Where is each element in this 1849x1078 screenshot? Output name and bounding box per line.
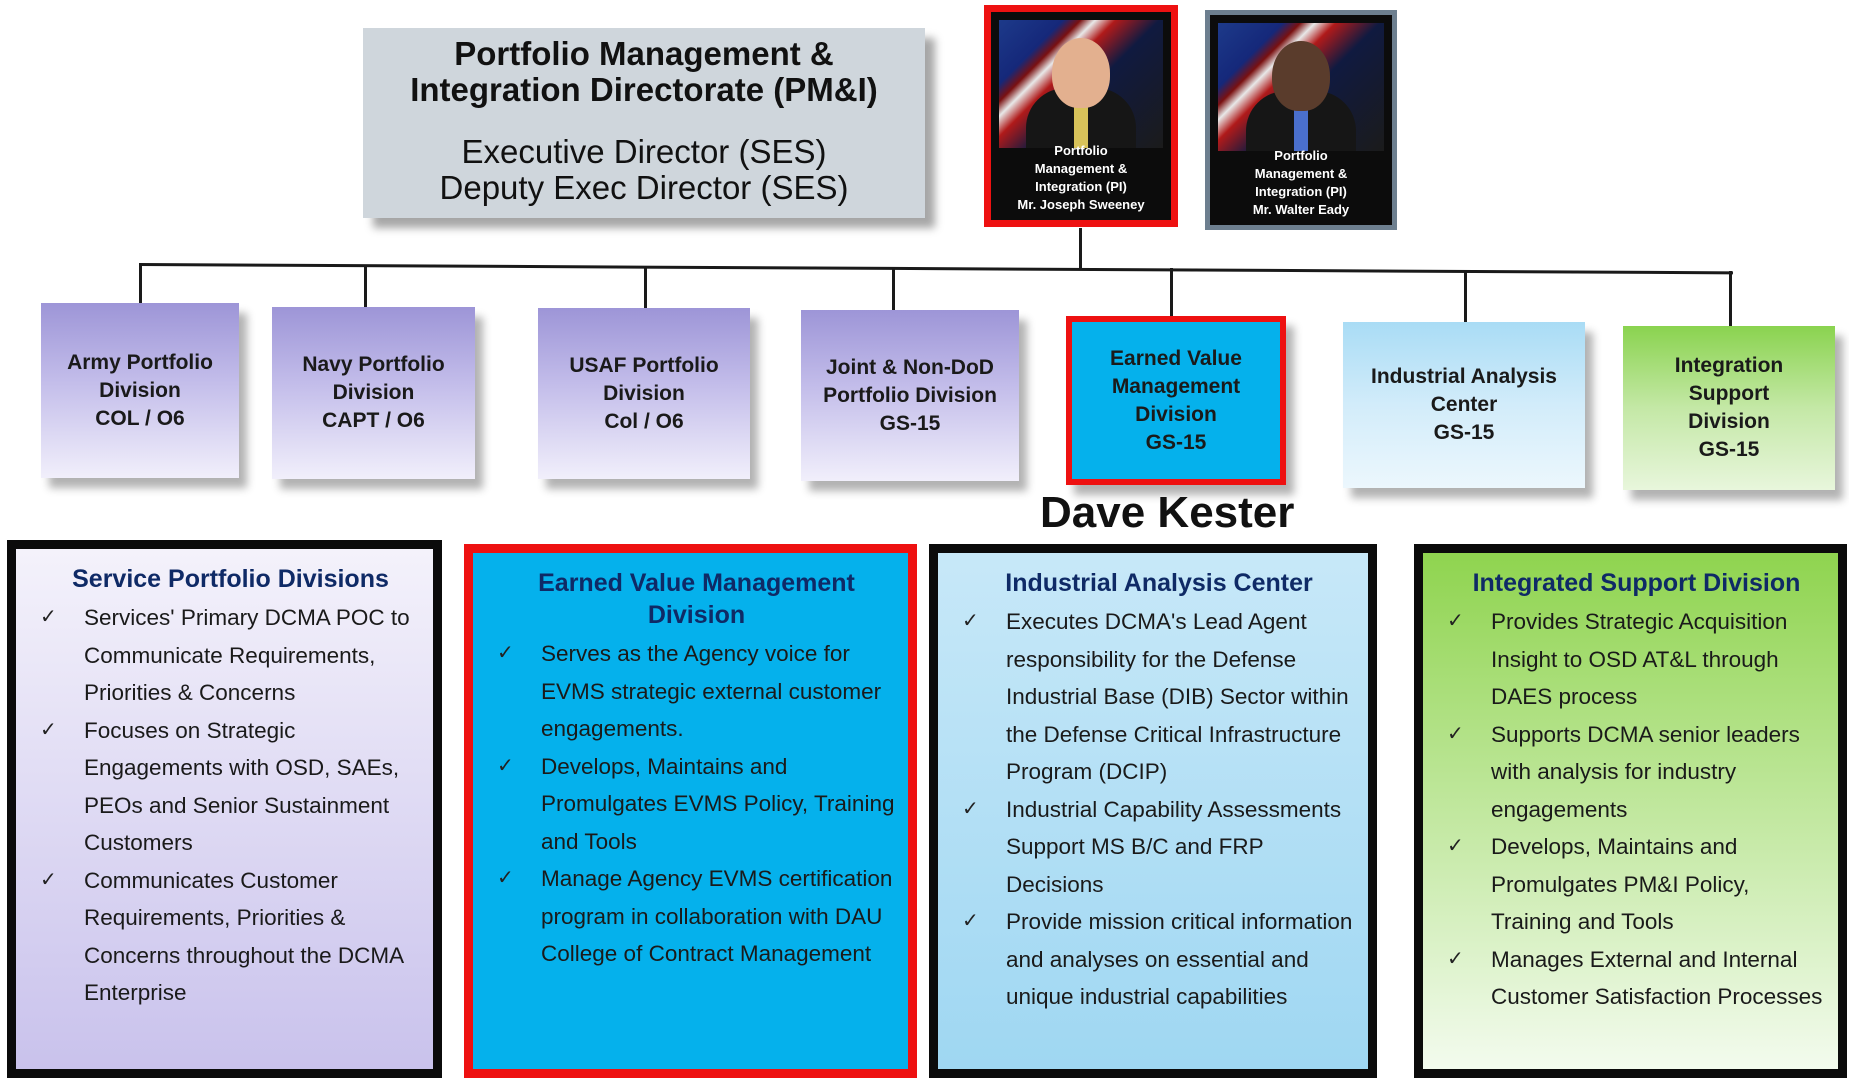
photo-caption: Portfolio Management & Integration (PI) …: [1017, 143, 1145, 212]
header-sub-line2: Deputy Exec Director (SES): [439, 169, 849, 206]
directorate-header: Portfolio Management &Integration Direct…: [363, 28, 925, 218]
detail-title: Industrial Analysis Center: [1005, 569, 1313, 597]
detail-service-portfolio-divisions: Service Portfolio Divisions ✓Services' P…: [7, 540, 442, 1078]
photo-caption: Portfolio Management & Integration (PI) …: [1252, 148, 1350, 217]
tie: [1294, 101, 1308, 151]
header-title-line1: Portfolio Management &: [454, 35, 834, 72]
connector-drop: [1464, 270, 1467, 322]
connector-drop: [644, 266, 647, 311]
list-item: ✓Executes DCMA's Lead Agent responsibili…: [960, 603, 1358, 791]
connector-horizontal: [138, 263, 1733, 275]
face: [1272, 41, 1330, 111]
bullet-list: ✓Executes DCMA's Lead Agent responsibili…: [960, 603, 1358, 1016]
list-item: ✓Develops, Maintains and Promulgates PM&…: [1445, 828, 1828, 941]
person-name-label: Dave Kester: [1040, 488, 1295, 537]
detail-industrial-analysis-center: Industrial Analysis Center ✓Executes DCM…: [929, 544, 1377, 1078]
list-item: ✓Provide mission critical information an…: [960, 903, 1358, 1016]
checkmark-icon: ✓: [1447, 947, 1464, 970]
bullet-list: ✓Serves as the Agency voice for EVMS str…: [495, 635, 898, 973]
bullet-list: ✓Services' Primary DCMA POC to Communica…: [38, 599, 423, 1012]
portrait-image: [999, 20, 1163, 148]
checkmark-icon: ✓: [40, 718, 57, 741]
connector-drop: [892, 267, 895, 312]
connector-drop: [1729, 271, 1732, 328]
list-item: ✓Services' Primary DCMA POC to Communica…: [38, 599, 423, 712]
header-sub-line1: Executive Director (SES): [461, 133, 827, 170]
list-item: ✓Industrial Capability Assessments Suppo…: [960, 791, 1358, 904]
photo-walter-eady: Portfolio Management & Integration (PI) …: [1205, 10, 1397, 230]
checkmark-icon: ✓: [497, 867, 514, 889]
list-item: ✓Manages External and Internal Customer …: [1445, 941, 1828, 1016]
detail-title: Service Portfolio Divisions: [72, 565, 389, 593]
list-item: ✓Develops, Maintains and Promulgates EVM…: [495, 748, 898, 861]
tie: [1074, 98, 1088, 148]
checkmark-icon: ✓: [497, 642, 514, 664]
list-item: ✓Serves as the Agency voice for EVMS str…: [495, 635, 898, 748]
portrait-image: [1218, 23, 1384, 151]
checkmark-icon: ✓: [962, 797, 979, 820]
connector-drop: [1170, 268, 1173, 318]
face: [1052, 38, 1110, 108]
checkmark-icon: ✓: [1447, 610, 1464, 632]
connector-trunk: [1079, 228, 1082, 268]
header-title-line2: Integration Directorate (PM&I): [410, 71, 878, 108]
checkmark-icon: ✓: [40, 606, 57, 628]
list-item: ✓Supports DCMA senior leaders with analy…: [1445, 716, 1828, 829]
detail-integrated-support-division: Integrated Support Division ✓Provides St…: [1414, 544, 1847, 1078]
checkmark-icon: ✓: [1447, 835, 1464, 857]
detail-title: Earned Value Management Division: [538, 569, 855, 629]
list-item: ✓Communicates Customer Requirements, Pri…: [38, 862, 423, 1012]
list-item: ✓Provides Strategic Acquisition Insight …: [1445, 603, 1828, 716]
detail-earned-value-management-division: Earned Value Management Division ✓Serves…: [464, 544, 917, 1078]
checkmark-icon: ✓: [497, 754, 514, 777]
checkmark-icon: ✓: [1447, 722, 1464, 745]
checkmark-icon: ✓: [962, 610, 979, 632]
connector-drop: [139, 264, 142, 308]
connector-drop: [364, 265, 367, 309]
checkmark-icon: ✓: [962, 910, 979, 932]
photo-joseph-sweeney: Portfolio Management & Integration (PI) …: [984, 5, 1178, 227]
bullet-list: ✓Provides Strategic Acquisition Insight …: [1445, 603, 1828, 1016]
list-item: ✓Manage Agency EVMS certification progra…: [495, 860, 898, 973]
list-item: ✓Focuses on Strategic Engagements with O…: [38, 712, 423, 862]
checkmark-icon: ✓: [40, 868, 57, 891]
detail-title: Integrated Support Division: [1472, 569, 1801, 597]
